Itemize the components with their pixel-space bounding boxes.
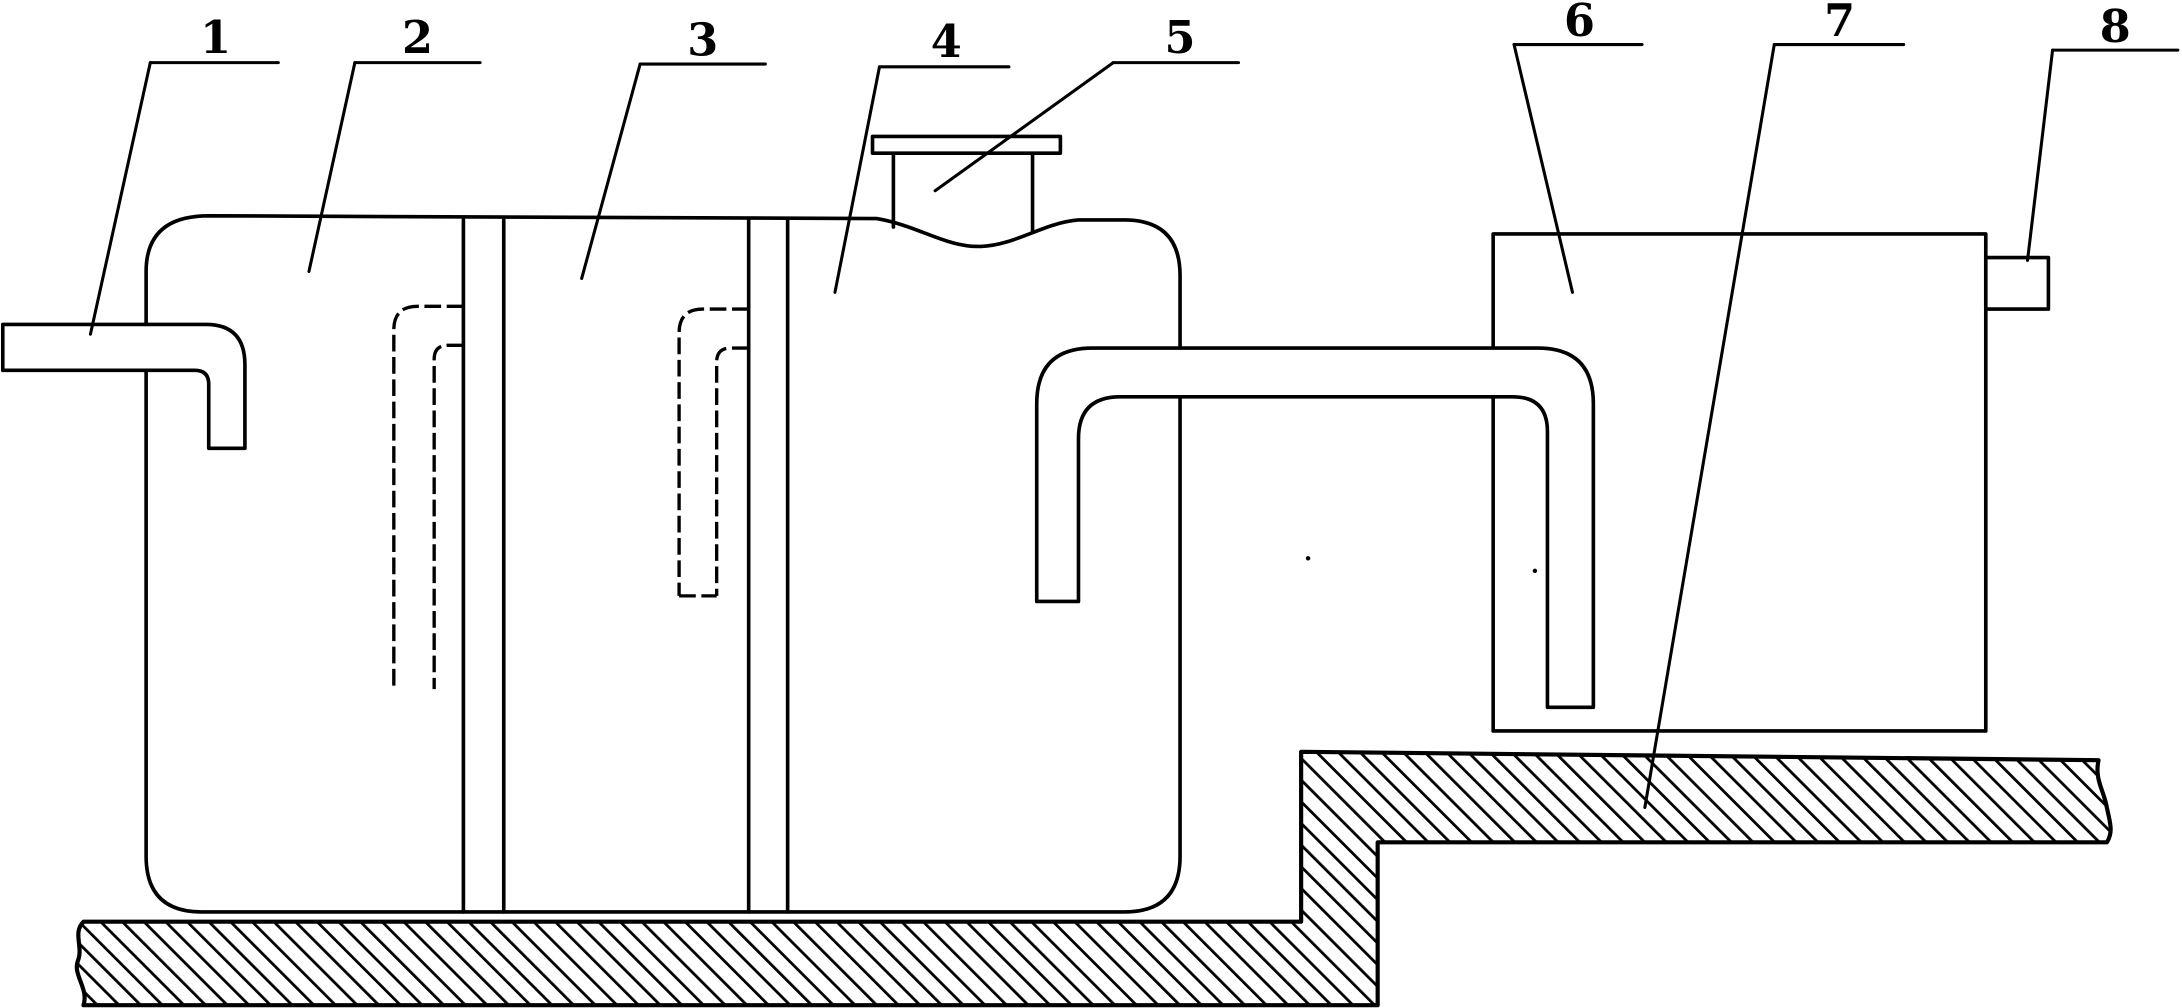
speck [1532, 568, 1538, 574]
discharge-pipe [1983, 255, 2051, 311]
connecting-pipe [1034, 346, 1596, 710]
leader-pointer-6 [1512, 43, 1575, 294]
callout-1: 1 [88, 11, 280, 336]
leader-pointer-4 [833, 65, 882, 294]
callout-7: 7 [1643, 0, 1906, 810]
callout-number-2: 2 [402, 11, 433, 64]
transfer-pipe-1 [392, 304, 464, 690]
ground-foundation [74, 749, 2113, 1008]
callout-8: 8 [2026, 0, 2180, 262]
callout-2: 2 [307, 11, 482, 274]
callout-number-5: 5 [1165, 11, 1196, 64]
speck [1305, 556, 1311, 561]
access-cover [870, 134, 1063, 155]
chamber-divider-1 [461, 218, 506, 914]
callout-3: 3 [580, 14, 767, 280]
access-neck [891, 151, 1035, 233]
leader-pointer-7 [1643, 43, 1776, 810]
callout-number-6: 6 [1564, 0, 1595, 47]
transfer-pipe-2 [677, 307, 749, 598]
leader-pointer-2 [307, 61, 357, 274]
callout-4: 4 [833, 15, 1011, 294]
callout-number-7: 7 [1824, 0, 1855, 47]
leader-pointer-5 [933, 61, 1115, 193]
callout-number-4: 4 [931, 15, 962, 68]
callout-5: 5 [933, 11, 1241, 193]
callout-number-3: 3 [687, 14, 718, 67]
tank-body [144, 213, 1182, 914]
callout-6: 6 [1512, 0, 1644, 294]
callout-number-1: 1 [200, 11, 231, 64]
callout-number-8: 8 [2100, 0, 2131, 53]
chamber-divider-2 [746, 218, 790, 914]
leader-pointer-1 [88, 61, 152, 336]
leader-pointer-3 [580, 62, 642, 280]
leader-pointer-8 [2026, 48, 2055, 262]
inlet-pipe [0, 322, 247, 451]
